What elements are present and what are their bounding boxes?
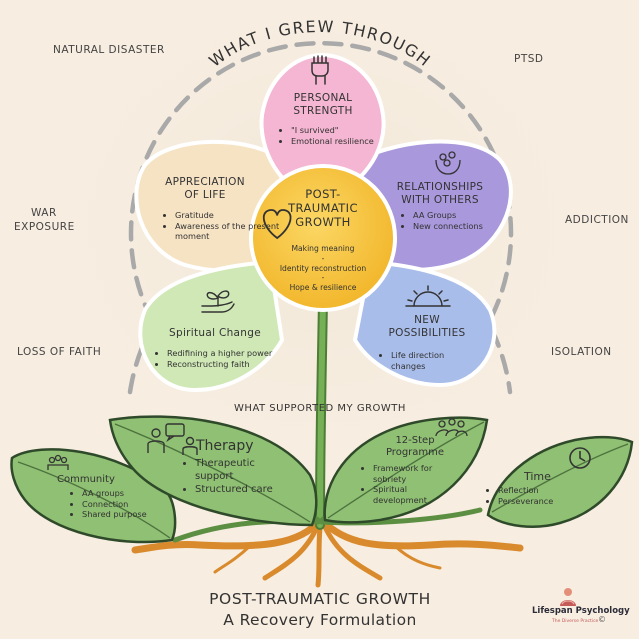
personal-strength-title-line1: PERSONAL (293, 92, 353, 104)
twelve-step-title-line2: Programme (385, 447, 445, 458)
list-item: Awareness of the present moment (175, 221, 285, 242)
raised-fist-icon (311, 55, 329, 85)
sprout-in-hand-icon (201, 290, 235, 313)
list-item: "I survived" (291, 125, 386, 136)
community-list: AA groups Connection Shared purpose (72, 488, 172, 520)
center-title-line3: GROWTH (295, 215, 351, 229)
list-item: Structured care (195, 483, 295, 496)
leaf-time (486, 435, 634, 528)
appreciation-title-line1: APPRECIATION (165, 176, 245, 188)
center-item: Hope & resilience (289, 283, 357, 293)
cause-isolation: ISOLATION (551, 346, 612, 358)
petal-new-possibilities (352, 259, 497, 388)
caring-hands-icon (435, 151, 461, 175)
spiritual-title: Spiritual Change (169, 327, 261, 339)
appreciation-list: Gratitude Awareness of the present momen… (165, 210, 285, 242)
support-heading: WHAT SUPPORTED MY GROWTH (234, 403, 406, 414)
center-title-line2: TRAUMATIC (288, 201, 358, 215)
twelve-step-title-line1: 12-Step (395, 435, 435, 446)
list-item: Emotional resilience (291, 136, 386, 147)
list-item: Connection (82, 499, 172, 510)
personal-strength-list: "I survived" Emotional resilience (281, 125, 386, 146)
list-item: Life direction changes (391, 350, 461, 371)
cause-loss-of-faith: LOSS OF FAITH (17, 346, 102, 358)
cause-addiction: ADDICTION (565, 214, 629, 226)
list-item: New connections (413, 221, 493, 232)
list-item: Redifining a higher power (167, 348, 287, 359)
center-item: Identity reconstruction (279, 263, 367, 273)
list-item: Reflection (498, 485, 578, 496)
arc-title-text: WHAT I GREW THROUGH (205, 17, 433, 71)
copyright-mark: © (598, 615, 606, 624)
footer-title: POST-TRAUMATIC GROWTH (209, 590, 431, 608)
center-circle (249, 164, 397, 312)
group-icon (47, 454, 69, 470)
leaf-community (10, 448, 177, 544)
list-item: Reconstructing faith (167, 359, 287, 370)
relationships-title-line1: RELATIONSHIPS (396, 181, 484, 193)
therapy-list: Therapeutic support Structured care (185, 457, 295, 496)
petal-personal-strength (259, 52, 386, 203)
brand-name: Lifespan Psychology (532, 606, 630, 616)
center-items: Making meaning - Identity reconstruction… (263, 244, 383, 293)
twelve-step-list: Framework for sobriety Spiritual develop… (363, 463, 453, 505)
spiritual-list: Redifining a higher power Reconstructing… (157, 348, 287, 369)
new-possibilities-list: Life direction changes (381, 350, 461, 371)
list-item: Shared purpose (82, 509, 172, 520)
twelve-step-title: 12-Step Programme (370, 435, 460, 459)
therapy-chat-icon (147, 423, 198, 455)
appreciation-title: APPRECIATION OF LIFE (150, 176, 260, 202)
list-item: Framework for sobriety (373, 463, 453, 484)
list-item: Therapeutic support (195, 457, 295, 483)
list-item: Perseverance (498, 496, 578, 507)
heart-icon (262, 209, 292, 240)
new-possibilities-title-line2: POSSIBILITIES (388, 327, 466, 339)
center-title: POST- TRAUMATIC GROWTH (263, 187, 383, 229)
appreciation-title-line2: OF LIFE (184, 189, 226, 201)
therapy-title: Therapy (196, 438, 254, 454)
personal-strength-title-line2: STRENGTH (293, 105, 353, 117)
list-item: AA groups (82, 488, 172, 499)
cause-war-line1: WAR (31, 207, 57, 219)
arc-title: WHAT I GREW THROUGH (205, 17, 434, 71)
clock-icon (569, 447, 591, 469)
cause-natural-disaster: NATURAL DISASTER (53, 44, 165, 56)
center-item: Making meaning (291, 244, 355, 253)
footer-subtitle: A Recovery Formulation (223, 611, 417, 629)
time-title: Time (524, 470, 551, 483)
community-title: Community (57, 474, 115, 485)
list-item: Spiritual development (373, 484, 453, 505)
cause-war-line2: EXPOSURE (14, 221, 75, 233)
sunrise-icon (405, 285, 451, 307)
relationships-title: RELATIONSHIPS WITH OTHERS (385, 181, 495, 207)
list-item: AA Groups (413, 210, 493, 221)
brand-tagline: The Diverse Practice (552, 619, 599, 624)
svg-text:WHAT I GREW THROUGH: WHAT I GREW THROUGH (205, 17, 434, 71)
center-title-line1: POST- (305, 187, 341, 201)
leaf-twelve-step (323, 416, 489, 524)
personal-strength-title: PERSONAL STRENGTH (268, 92, 378, 118)
petal-spiritual (138, 259, 285, 393)
people-icon (435, 418, 468, 437)
relationships-list: AA Groups New connections (403, 210, 493, 231)
new-possibilities-title: NEW POSSIBILITIES (372, 314, 482, 340)
new-possibilities-title-line1: NEW (414, 314, 440, 326)
roots (131, 516, 524, 588)
list-item: Gratitude (175, 210, 285, 221)
center-item: - (321, 273, 325, 283)
brand-logo-mark (560, 588, 576, 606)
time-list: Reflection Perseverance (488, 485, 578, 506)
cause-ptsd: PTSD (514, 53, 544, 65)
center-item: - (321, 253, 325, 263)
relationships-title-line2: WITH OTHERS (401, 194, 479, 206)
